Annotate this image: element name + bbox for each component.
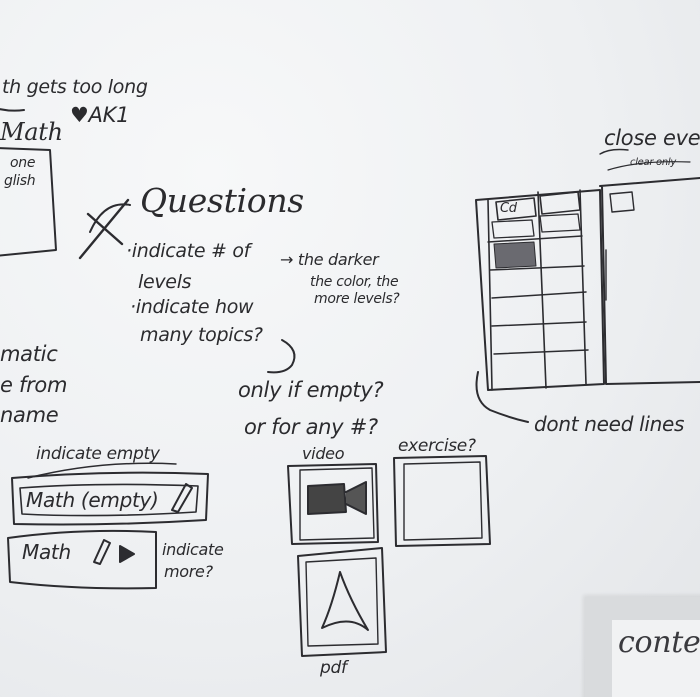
note-darker-2: the color, the <box>310 274 399 290</box>
pencil-icon <box>171 483 193 513</box>
note-ak1: ♥AK1 <box>70 103 130 127</box>
note-cd: Cd <box>500 201 517 216</box>
math-box-outline <box>0 147 57 257</box>
note-dont-need-lines: dont need lines <box>534 412 685 436</box>
note-darker-3: more levels? <box>314 291 400 307</box>
paper-note-text: conte <box>618 625 700 660</box>
pencil-icon-small <box>93 539 111 565</box>
x-mark <box>78 198 130 260</box>
video-camera-icon <box>307 483 347 515</box>
underline-mark <box>0 108 25 112</box>
note-matic: matic <box>0 342 58 366</box>
note-only-if-empty: only if empty? <box>238 378 384 402</box>
note-indicate-levels: ·indicate # of <box>126 240 251 262</box>
note-math: Math <box>22 540 71 564</box>
math-box <box>7 529 157 590</box>
note-none: one <box>10 155 36 171</box>
bracket-arrow <box>475 371 529 423</box>
exercise-box <box>393 455 491 547</box>
pdf-icon <box>321 571 369 631</box>
questions-heading: Questions <box>140 181 304 220</box>
indicate-empty-underline <box>27 462 177 479</box>
note-for-any: or for any #? <box>244 415 378 439</box>
note-indicate-more-2: more? <box>164 562 213 581</box>
play-icon <box>119 545 135 563</box>
note-e-from: e from <box>0 373 68 397</box>
note-name: name <box>0 403 59 427</box>
note-indicate-topics: ·indicate how <box>130 296 254 318</box>
note-pdf: pdf <box>320 658 347 678</box>
pdf-box <box>297 547 387 657</box>
video-box-inner <box>299 467 375 541</box>
math-empty-inner <box>19 483 199 517</box>
note-darker-1: → the darker <box>280 250 379 269</box>
note-video: video <box>302 444 345 463</box>
note-math-empty: Math (empty) <box>26 488 159 512</box>
video-box <box>287 463 379 545</box>
math-empty-box <box>11 471 209 526</box>
note-close-ev: close eve <box>604 126 700 150</box>
paper-sheet-inner <box>612 620 700 697</box>
note-gets-too-long: th gets too long <box>2 76 148 98</box>
checkmark <box>89 203 131 233</box>
note-clear-only: clear only <box>630 157 676 168</box>
note-levels: levels <box>138 271 192 293</box>
note-exercise: exercise? <box>398 436 476 456</box>
layout-frame-right <box>599 177 700 385</box>
note-many-topics: many topics? <box>140 324 263 346</box>
note-indicate-empty: indicate empty <box>36 444 160 464</box>
note-english: glish <box>4 173 36 189</box>
note-math-heading: Math <box>0 118 63 146</box>
curved-arrow <box>267 339 296 374</box>
note-indicate-more-1: indicate <box>162 540 224 559</box>
